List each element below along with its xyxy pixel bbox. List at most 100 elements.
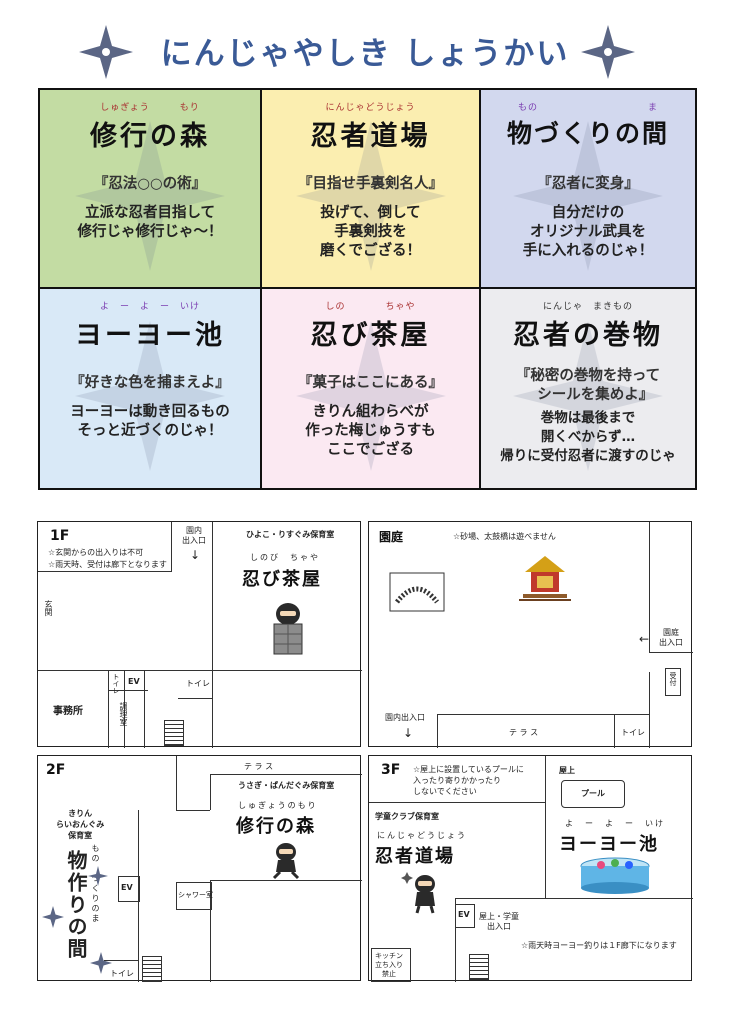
activity-ruby: よ ー よ ー いけ	[99, 302, 200, 312]
activity-ruby: にんじゃ まきもの	[542, 302, 633, 312]
yoyo-pool-illustration-icon	[580, 857, 650, 894]
room-label: 調理室	[119, 702, 128, 726]
room-label: EV	[128, 677, 140, 686]
activity-cell-yoyo-ike: よ ー よ ー いけ ヨーヨー池 『好きな色を捕まえよ』 ヨーヨーは動き回るもの…	[40, 289, 262, 488]
activity-ruby: にんじゃどうじょう	[325, 103, 416, 113]
inner-exit-label: 園内出入口	[385, 713, 425, 722]
bridge-icon	[389, 572, 445, 612]
map-note: ☆屋上に設置しているプールに 入ったり寄りかかったり しないでください	[413, 765, 524, 796]
stairs-icon	[164, 720, 184, 746]
activity-ruby: しゅぎょう もり	[100, 103, 200, 113]
floor-map-1f: 1F ☆玄関からの出入りは不可 ☆雨天時、受付は廊下となります 園内 出入口 ↓…	[37, 521, 362, 748]
activity-subtitle: 『忍者に変身』	[537, 176, 639, 192]
ninja-illustration-icon	[273, 603, 303, 655]
shuriken-icon	[42, 906, 64, 928]
arrow-left-icon: ←	[639, 632, 650, 646]
activity-name: 忍び茶屋	[310, 320, 431, 351]
room-label: 学童クラブ保育室	[375, 812, 439, 821]
activity-name: ヨーヨー池	[75, 320, 225, 351]
map-note: ☆雨天時、受付は廊下となります	[48, 560, 167, 569]
room-name-shugyou-no-mori: 修行の森	[236, 816, 316, 837]
shuriken-icon	[581, 25, 635, 79]
floor-map-yard: 園庭 ☆砂場、太鼓橋は遊べません ← 園庭 出入口 受付 園内出入口 ↓ テ ラ…	[368, 521, 693, 748]
shuriken-watermark-icon	[295, 121, 446, 272]
activity-description: 巻物は最後まで 開くべからず… 帰りに受付忍者に渡すのじゃ	[500, 410, 676, 464]
room-label: トイレ	[112, 673, 120, 694]
yard-exit-label: 園庭 出入口	[659, 628, 683, 647]
room-label: 受付	[669, 672, 677, 686]
stairs-icon	[142, 956, 162, 982]
map-note: ☆砂場、太鼓橋は遊べません	[453, 532, 556, 541]
room-label: トイレ	[621, 728, 645, 737]
ninja-running-illustration-icon	[272, 843, 300, 880]
activity-description: 自分だけの オリジナル武具を 手に入れるのじゃ！	[522, 205, 654, 259]
shuriken-icon	[79, 25, 133, 79]
room-name-yoyo-ike: ヨーヨー池	[559, 834, 659, 855]
activity-description: 立派な忍者目指して 修行じゃ修行じゃ～！	[77, 205, 223, 240]
activity-cell-shugyou-no-mori: しゅぎょう もり 修行の森 『忍法○○の術』 立派な忍者目指して 修行じゃ修行じ…	[40, 90, 262, 289]
arrow-down-icon: ↓	[190, 548, 201, 562]
activity-subtitle: 『目指せ手裏剣名人』	[298, 176, 443, 192]
room-ruby: しのび ちゃや	[250, 553, 320, 562]
room-name-monozukuri: 物作りの間	[64, 850, 88, 960]
entrance-label: 園内 出入口	[182, 526, 206, 545]
activity-cell-shinobi-chaya: しの ちゃや 忍び茶屋 『菓子はここにある』 きりん組わらべが 作った梅じゅうす…	[262, 289, 481, 488]
activity-name: 物づくりの間	[506, 119, 669, 148]
room-label: 事務所	[53, 706, 83, 717]
room-label: ひよこ・りすぐみ保育室	[246, 530, 335, 539]
room-ruby: にんじゃどうじょう	[377, 831, 467, 840]
activity-subtitle: 『好きな色を捕まえよ』	[70, 375, 230, 391]
floor-label: 園庭	[379, 530, 404, 544]
activity-ruby: もの ま	[517, 103, 658, 113]
floor-map-2f: 2F テ ラ ス うさぎ・ぱんだぐみ保育室 しゅぎょうのもり 修行の森 きりん …	[37, 755, 362, 982]
room-label: トイレ	[186, 679, 210, 688]
room-ruby: もの づくりのま	[91, 844, 100, 924]
shuriken-watermark-icon	[75, 321, 225, 472]
shower-box	[176, 882, 212, 910]
room-label: 屋上	[559, 766, 575, 775]
room-name-shinobi-chaya: 忍び茶屋	[242, 569, 322, 590]
room-label: テ ラ ス	[244, 762, 274, 771]
activity-subtitle: 『菓子はここにある』	[298, 375, 443, 391]
mikoshi-shrine-icon	[519, 556, 571, 601]
shuriken-watermark-icon	[513, 321, 663, 472]
shuriken-icon	[88, 866, 108, 886]
map-note: ☆雨天時ヨーヨー釣りは１F廊下になります	[521, 941, 677, 950]
room-label: プール	[581, 789, 605, 798]
shuriken-watermark-icon	[513, 121, 663, 272]
pool-box	[561, 780, 625, 808]
reception-box	[665, 668, 681, 696]
activity-cell-ninja-dojo: にんじゃどうじょう 忍者道場 『目指せ手裏剣名人』 投げて、倒して 手裏剣技を …	[262, 90, 481, 289]
activity-subtitle: 『秘密の巻物を持って シールを集めよ』	[515, 368, 661, 403]
activity-description: きりん組わらべが 作った梅じゅうすも ここでござる	[305, 404, 436, 458]
room-label: トイレ	[110, 969, 134, 978]
activity-name: 忍者の巻物	[513, 320, 663, 351]
elevator-box	[118, 876, 140, 902]
room-name-ninja-dojo: 忍者道場	[375, 846, 455, 867]
room-label: EV	[121, 883, 133, 892]
floor-label: 3F	[381, 762, 401, 778]
room-label: EV	[458, 910, 470, 919]
shuriken-watermark-icon	[295, 321, 446, 472]
map-note: ☆玄関からの出入りは不可	[48, 548, 144, 557]
room-ruby: しゅぎょうのもり	[238, 801, 318, 810]
room-label: キッチン 立ち入り 禁止	[375, 952, 403, 978]
activity-description: ヨーヨーは動き回るもの そっと近づくのじゃ！	[70, 404, 230, 439]
activity-name: 修行の森	[90, 121, 210, 152]
activity-grid: しゅぎょう もり 修行の森 『忍法○○の術』 立派な忍者目指して 修行じゃ修行じ…	[38, 88, 697, 490]
room-label: きりん らいおんぐみ 保育室	[56, 809, 105, 840]
arrow-down-icon: ↓	[403, 726, 414, 740]
floor-label: 1F	[50, 528, 70, 544]
room-label: うさぎ・ぱんだぐみ保育室	[238, 781, 335, 790]
room-label: 玄関	[44, 600, 53, 616]
shuriken-watermark-icon	[75, 121, 225, 272]
room-label: テ ラ ス	[509, 728, 539, 737]
activity-description: 投げて、倒して 手裏剣技を 磨くでござる！	[319, 205, 422, 259]
activity-cell-ninja-no-makimono: にんじゃ まきもの 忍者の巻物 『秘密の巻物を持って シールを集めよ』 巻物は最…	[481, 289, 695, 488]
activity-ruby: しの ちゃや	[325, 302, 416, 312]
shuriken-icon	[90, 952, 112, 974]
activity-cell-monozukuri-no-ma: もの ま 物づくりの間 『忍者に変身』 自分だけの オリジナル武具を 手に入れる…	[481, 90, 695, 289]
ninja-throwing-illustration-icon	[401, 872, 435, 914]
kitchen-box	[371, 948, 411, 982]
stairs-icon	[469, 954, 489, 980]
